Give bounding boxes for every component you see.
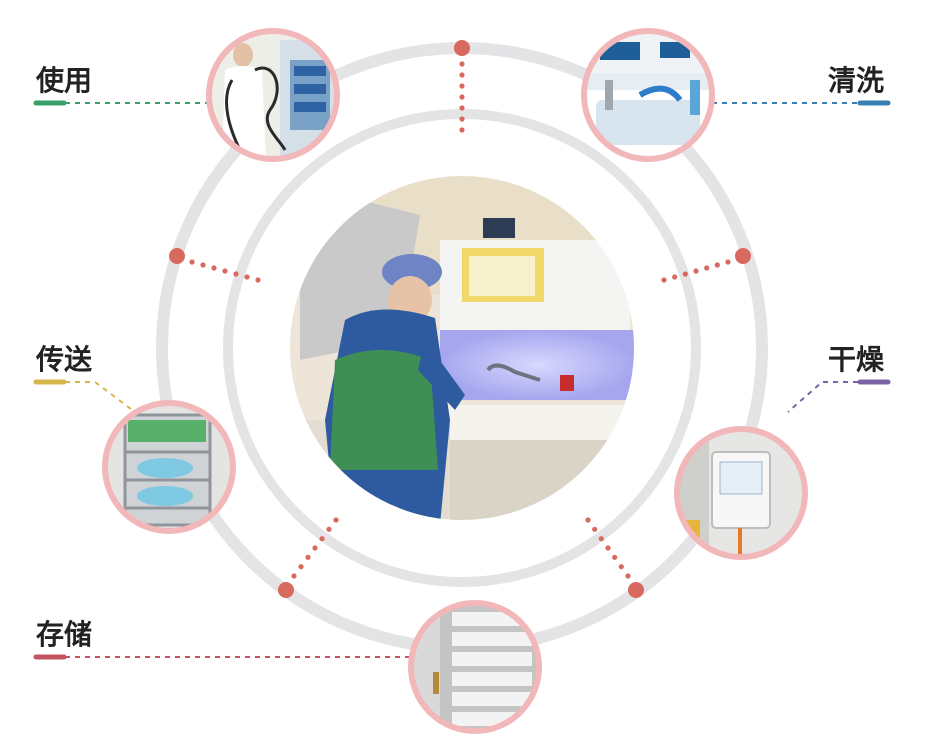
connector-dot [244,274,250,280]
dry-photo-frame [674,426,808,560]
leader-dry [787,381,858,413]
use-photo-frame [206,28,340,162]
connector-dot [291,573,297,579]
connector-top [459,61,465,133]
transport-cart-photo [107,405,231,529]
connector-dot [255,277,261,283]
connector-dot [333,517,339,523]
connector-dot [625,573,631,579]
connector-dot [305,554,311,560]
store-photo-frame [408,600,542,734]
anchor-dot-right [735,248,751,264]
connector-dot [200,262,206,268]
connector-dot [459,83,465,89]
stage-label-dry: 干燥 [828,343,885,376]
connector-left [189,259,261,283]
stage-label-transfer: 传送 [35,343,92,376]
connector-dot [605,545,611,551]
connector-dot [459,72,465,78]
connector-dot [672,274,678,280]
connector-bottom-right [585,517,631,579]
transfer-photo-frame [102,400,236,534]
anchor-dot-top [454,40,470,56]
connector-dot [598,536,604,542]
dotted-connectors [189,61,731,579]
clean-photo-frame [581,28,715,162]
connector-dot [592,526,598,532]
endoscope-washing-station-photo [289,175,635,521]
connector-dot [298,564,304,570]
connector-dot [459,61,465,67]
connector-dot [222,268,228,274]
connector-dot [459,116,465,122]
inner-ring [223,109,701,587]
connector-dot [704,265,710,271]
anchor-dot-bottom-right [628,582,644,598]
leader-lines [65,102,860,658]
connector-dot [682,271,688,277]
connector-dot [725,259,731,265]
connector-dot [618,564,624,570]
connector-dot [693,268,699,274]
ring-anchor-dots [169,40,751,598]
label-accents [33,100,891,660]
connector-dot [585,517,591,523]
connector-bottom-left [291,517,339,579]
connector-dot [459,105,465,111]
connector-dot [661,277,667,283]
stage-label-clean: 清洗 [828,64,884,97]
nurse-holding-endoscope-photo [211,33,335,157]
drying-control-box-photo [679,431,803,555]
connector-dot [211,265,217,271]
connector-dot [312,545,318,551]
connector-dot [612,554,618,560]
center-photo-frame [288,174,636,522]
connector-dot [459,127,465,133]
connector-right [661,259,731,283]
connector-dot [714,262,720,268]
anchor-dot-bottom-left [278,582,294,598]
connector-dot [319,536,325,542]
connector-dot [326,526,332,532]
connector-dot [233,271,239,277]
anchor-dot-left [169,248,185,264]
connector-dot [459,94,465,100]
connector-dot [189,259,195,265]
stage-label-use: 使用 [35,64,92,97]
leader-transfer [65,381,136,413]
stage-label-store: 存储 [36,618,92,651]
